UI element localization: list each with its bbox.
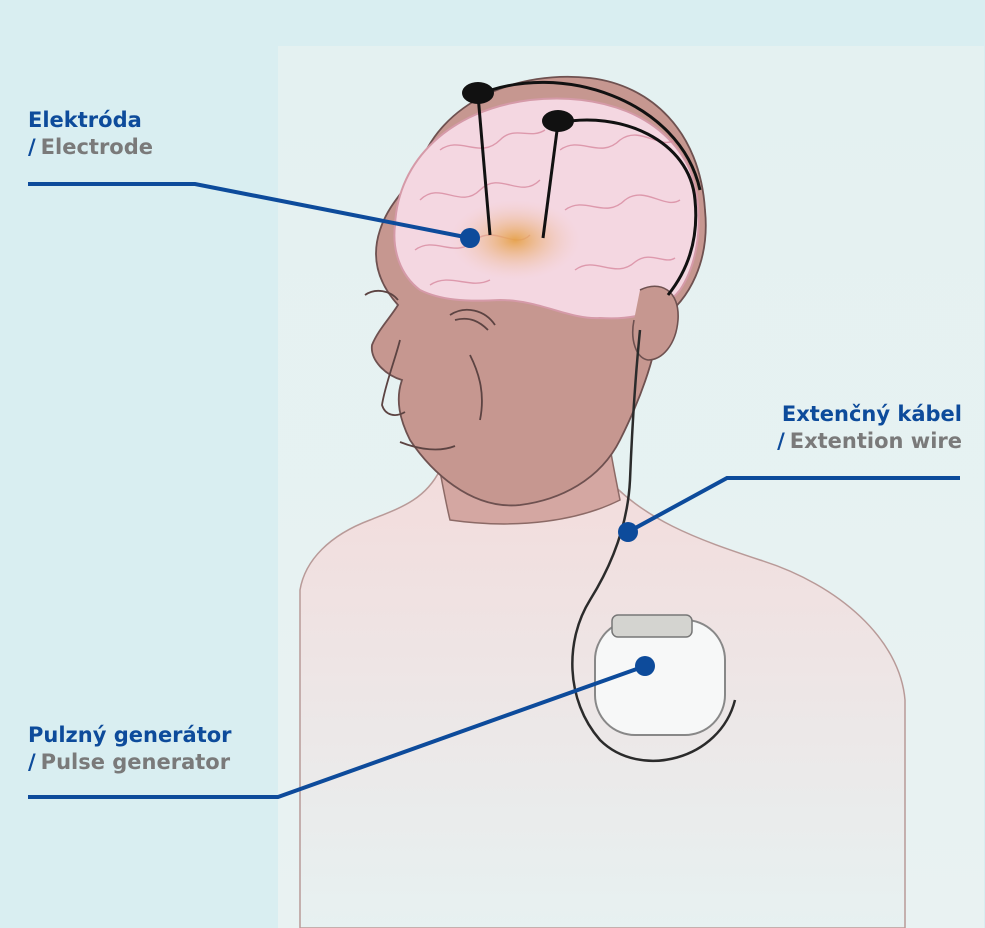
pulse-generator-label-primary: Pulzný generátor	[28, 722, 232, 749]
pulse-generator-label-secondary: Pulse generator	[41, 750, 230, 774]
extension-wire-label-secondary: Extention wire	[790, 429, 962, 453]
electrode-label-secondary: Electrode	[41, 135, 153, 159]
pulse-generator-label-slash: /	[28, 750, 36, 774]
extension-wire-label-primary: Extenčný kábel	[777, 401, 962, 428]
electrode-dot	[460, 228, 480, 248]
generator-dot	[635, 656, 655, 676]
electrode-cap-right	[542, 110, 574, 132]
extension-wire-label: Extenčný kábel /Extention wire	[777, 401, 962, 455]
wire-dot	[618, 522, 638, 542]
extension-wire-label-slash: /	[777, 429, 785, 453]
electrode-cap-left	[462, 82, 494, 104]
electrode-label-slash: /	[28, 135, 36, 159]
electrode-label: Elektróda /Electrode	[28, 107, 153, 161]
pulse-generator-label: Pulzný generátor /Pulse generator	[28, 722, 232, 776]
electrode-label-primary: Elektróda	[28, 107, 153, 134]
